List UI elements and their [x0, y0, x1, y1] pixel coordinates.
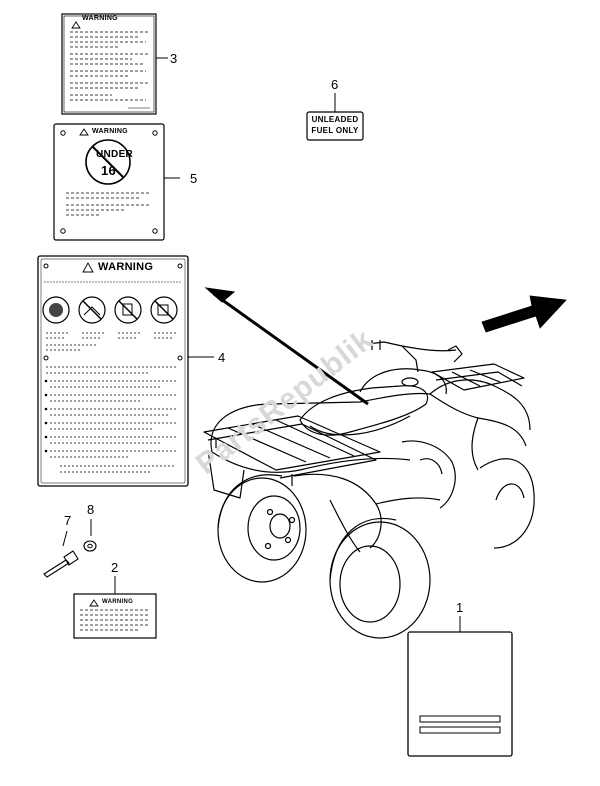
callout-1: 1: [456, 600, 464, 615]
label-5-sign-line2: 16: [101, 163, 117, 178]
atv-illustration: [203, 340, 535, 639]
no-paved-road-pictogram: [150, 296, 178, 324]
label-1-sheet[interactable]: [407, 631, 513, 757]
label-3-sheet[interactable]: [61, 13, 157, 115]
no-alcohol-pictogram: [114, 296, 142, 324]
callout-2: 2: [111, 560, 119, 575]
callout-7-leader: [62, 530, 68, 547]
label-6-line2: FUEL ONLY: [311, 126, 359, 135]
label-3-title: WARNING: [82, 15, 118, 22]
helmet-pictogram: [42, 296, 70, 324]
label-5-title: WARNING: [92, 128, 128, 135]
front-direction-arrow: [481, 295, 567, 333]
callout-8: 8: [87, 502, 95, 517]
label-6-line1: UNLEADED: [311, 115, 359, 124]
washer-part[interactable]: [83, 540, 97, 552]
no-passenger-pictogram: [78, 296, 106, 324]
label-4-sheet[interactable]: [37, 255, 189, 487]
label-2-title: WARNING: [102, 599, 134, 605]
callout-6: 6: [331, 77, 339, 92]
label-5-sign-line1: UNDER: [96, 149, 134, 160]
location-pointer-arrow: [204, 287, 369, 406]
callout-3: 3: [170, 51, 178, 66]
rivet-part[interactable]: [43, 550, 79, 578]
label-6-sticker[interactable]: [306, 111, 364, 141]
callout-7: 7: [64, 513, 72, 528]
callout-4: 4: [218, 350, 226, 365]
label-4-title: WARNING: [98, 261, 154, 273]
label-5-sheet[interactable]: [53, 123, 165, 241]
callout-5: 5: [190, 171, 198, 186]
label-2-sheet[interactable]: [73, 593, 157, 639]
